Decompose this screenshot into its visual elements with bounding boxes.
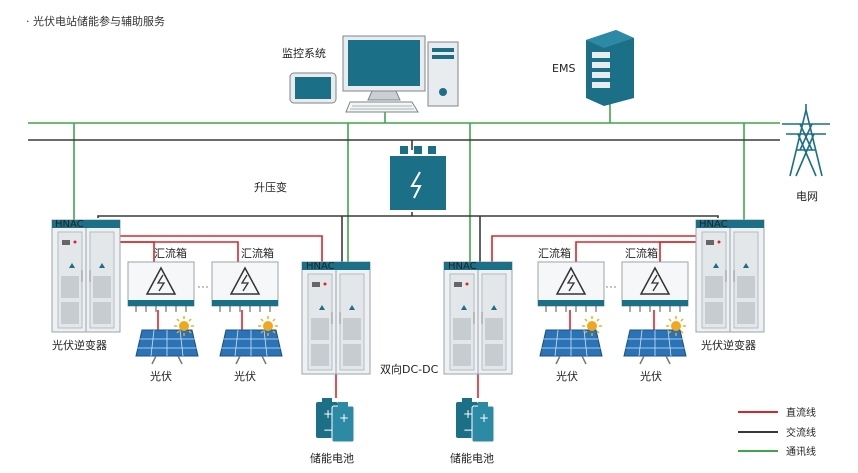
- pv-inverter-right-label: 光伏逆变器: [701, 338, 756, 352]
- grid-label: 电网: [796, 190, 818, 203]
- brand-logo: HNAC: [699, 219, 728, 230]
- battery-icon-right: [455, 397, 495, 443]
- page-title: · 光伏电站储能参与辅助服务: [26, 14, 165, 28]
- legend-label-dc: 直流线: [786, 406, 816, 419]
- combiner-box-3: [537, 261, 605, 313]
- ac-lines: [28, 139, 780, 262]
- keyboard-icon: [345, 101, 419, 113]
- dc-lines: [120, 235, 696, 398]
- combiner-label-2: 汇流箱: [241, 246, 274, 260]
- ems-label: EMS: [552, 62, 575, 75]
- solar-panel-2: [219, 329, 283, 365]
- pv-inverter-right: HNAC: [695, 219, 765, 333]
- brand-logo: HNAC: [448, 261, 477, 272]
- sun-icon: [257, 315, 279, 337]
- pv-label-4: 光伏: [640, 369, 662, 383]
- combiner-box-1: [127, 261, 195, 313]
- pv-label-1: 光伏: [150, 369, 172, 383]
- combiner-label-4: 汇流箱: [625, 246, 658, 260]
- dcdc-left: HNAC: [301, 261, 371, 375]
- step-up-transformer-icon: [390, 146, 446, 210]
- legend-label-comm: 通讯线: [786, 445, 816, 458]
- monitor-label: 监控系统: [282, 46, 326, 60]
- legend: 直流线 交流线 通讯线: [738, 406, 816, 458]
- tablet-icon: [289, 72, 337, 104]
- sun-icon: [665, 315, 687, 337]
- solar-panel-4: [623, 329, 687, 365]
- pv-label-2: 光伏: [234, 369, 256, 383]
- power-pylon-icon: [782, 104, 830, 177]
- dcdc-label: 双向DC-DC: [380, 362, 439, 376]
- monitor-icon: [342, 35, 426, 101]
- transformer-label: 升压变: [254, 180, 287, 194]
- sun-icon: [173, 315, 195, 337]
- legend-label-ac: 交流线: [786, 426, 816, 439]
- battery-icon-left: [315, 397, 355, 443]
- storage-label-right: 储能电池: [450, 451, 494, 465]
- sun-icon: [581, 315, 603, 337]
- combiner-label-1: 汇流箱: [154, 246, 187, 260]
- pc-tower-icon: [427, 41, 459, 107]
- storage-label-left: 储能电池: [310, 451, 354, 465]
- pv-label-3: 光伏: [556, 369, 578, 383]
- combiner-label-3: 汇流箱: [538, 246, 571, 260]
- ems-server-icon: [586, 30, 634, 106]
- pv-inverter-left: HNAC: [51, 219, 121, 333]
- solar-panel-1: [135, 329, 199, 365]
- dcdc-right: HNAC: [443, 261, 513, 375]
- solar-panel-3: [539, 329, 603, 365]
- pv-inverter-left-label: 光伏逆变器: [52, 338, 107, 352]
- brand-logo: HNAC: [55, 219, 84, 230]
- combiner-box-2: [211, 261, 279, 313]
- combiner-box-4: [621, 261, 689, 313]
- brand-logo: HNAC: [306, 261, 335, 272]
